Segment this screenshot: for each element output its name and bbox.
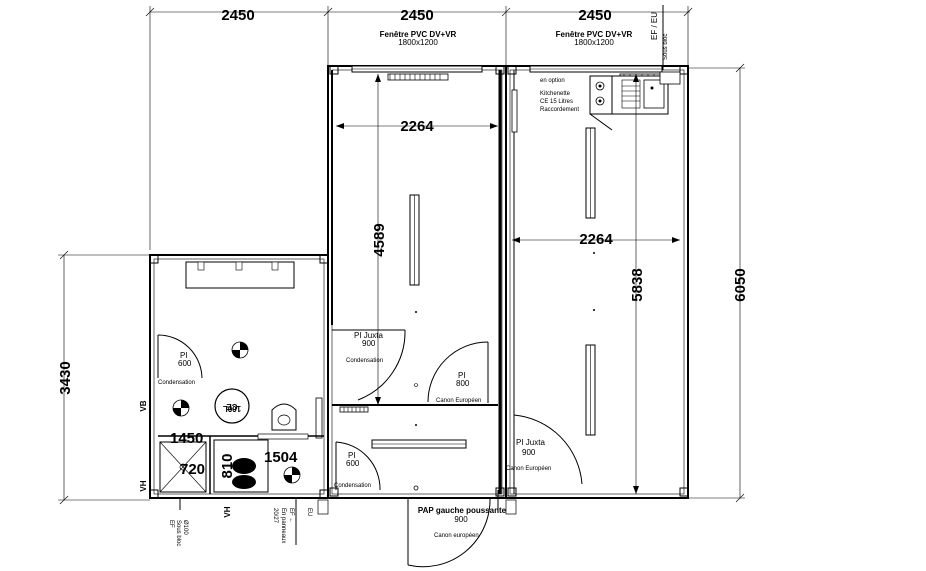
window-1-title: Fenêtre PVC DV+VR: [380, 30, 457, 39]
sous-bloc-ef: EF: [168, 520, 174, 528]
door-pap-size: 900: [454, 515, 468, 524]
size-20-27: 20/27: [272, 508, 278, 524]
en-panneaux: En panneaux: [280, 508, 286, 543]
canon-1: Canon Européen: [436, 398, 481, 404]
kitchenette: en option Kitchenette CE 15 Litres Racco…: [540, 71, 681, 131]
dim-room2-width: 2264: [400, 118, 434, 135]
radiator-strip: [511, 89, 518, 133]
dim-room3-height: 5838: [629, 268, 646, 301]
corner-posts: [149, 65, 689, 499]
door-pi-juxta-1-name: PI Juxta: [354, 331, 383, 340]
dim-top-1: 2450: [221, 7, 254, 24]
kitchen-line-1: Kitchenette: [540, 91, 571, 97]
door-pi-juxta-1-size: 900: [362, 339, 376, 348]
dim-bath-width: 1504: [264, 449, 298, 466]
kitchen-line-3: Raccordement: [540, 107, 579, 113]
kitchen-line-2: CE 15 Litres: [540, 99, 573, 105]
door-pi-bath-size: 600: [178, 359, 192, 368]
left-dimension: 3430: [57, 250, 150, 505]
dim-shower-depth: 720: [180, 461, 205, 478]
dim-room2-height: 4589: [371, 223, 388, 256]
door-pi-juxta-2-size: 900: [522, 448, 536, 457]
room-2-dimensions: 2264 4589: [336, 74, 498, 405]
water-heater: CE 100L: [214, 388, 250, 424]
room-3-dimensions: 2264 5838: [512, 74, 680, 494]
door-pap: PAP gauche poussante 900 Canon européen: [407, 497, 507, 568]
eu-label: EU: [306, 508, 312, 516]
ce-volume: 100L: [223, 404, 241, 413]
dim-top-2: 2450: [400, 7, 433, 24]
radiator-room3-bottom: [585, 344, 596, 436]
canon-2: Canon Européen: [506, 466, 551, 472]
canon-3: Canon européen: [434, 533, 479, 539]
window-2-title: Fenêtre PVC DV+VR: [556, 30, 633, 39]
vb-label: VB: [139, 400, 148, 411]
dim-shower-width: 1450: [170, 430, 203, 447]
door-pi-lower-size: 600: [346, 459, 360, 468]
ce-label: CE: [226, 402, 238, 411]
bottom-left-notes: EF Sous bloc Ø100 EF ← En panneaux 20/27…: [168, 498, 312, 546]
door-pi-600-lower: PI 600 Condensation: [334, 441, 381, 491]
door-pi-800: PI 800 Canon Européen: [427, 341, 489, 404]
toilet: [271, 403, 297, 431]
condensation-3: Condensation: [334, 483, 371, 489]
door-pi-juxta-1: PI Juxta 900 Condensation: [332, 329, 406, 401]
door-pi-lower-name: PI: [348, 451, 356, 460]
condensation-2: Condensation: [158, 380, 195, 386]
radiator-lower: [371, 439, 467, 449]
door-pi-bath-name: PI: [180, 351, 188, 360]
window-1: [351, 65, 483, 81]
sous-bloc-top-label: Sous bloc: [663, 34, 669, 60]
top-dimension-chain: 2450 2450 2450: [145, 6, 693, 250]
vh-left-label: VH: [139, 480, 148, 491]
door-pi-mid-size: 800: [456, 379, 470, 388]
sous-bloc-1: Sous bloc: [175, 520, 181, 546]
right-dimension: 6050: [688, 63, 749, 503]
vent-symbols: [172, 341, 301, 484]
vh-bottom-label: VH: [223, 506, 232, 517]
ef-eu-label: EF / EU: [650, 12, 659, 40]
door-pi-juxta-2: PI Juxta 900 Canon Européen: [506, 414, 583, 490]
door-pi-juxta-2-name: PI Juxta: [516, 438, 545, 447]
wc-area: 810 1504: [213, 439, 298, 493]
sous-bloc-2: Ø100: [182, 520, 188, 535]
radiator-bath: [315, 397, 323, 439]
dim-wc-depth: 810: [219, 453, 236, 478]
dim-room3-width: 2264: [579, 231, 613, 248]
shower-tray: 1450 720: [159, 430, 207, 493]
partition-middle: [332, 404, 498, 413]
radiator-room3-top: [585, 127, 596, 219]
condensation-1: Condensation: [346, 358, 383, 364]
washbasin-counter: [185, 261, 295, 289]
dim-right-height: 6050: [732, 268, 749, 301]
door-pap-name: PAP gauche poussante: [418, 506, 507, 515]
door-pi-mid-name: PI: [458, 371, 466, 380]
dim-left-height: 3430: [57, 361, 74, 394]
door-pi-600-bath: PI 600 Condensation: [157, 334, 203, 386]
window-1-size: 1800x1200: [398, 38, 438, 47]
kitchen-option: en option: [540, 78, 565, 84]
ef-arrow: EF ←: [288, 508, 294, 523]
radiator-room2: [409, 194, 420, 286]
window-2-size: 1800x1200: [574, 38, 614, 47]
dim-top-3: 2450: [578, 7, 611, 24]
